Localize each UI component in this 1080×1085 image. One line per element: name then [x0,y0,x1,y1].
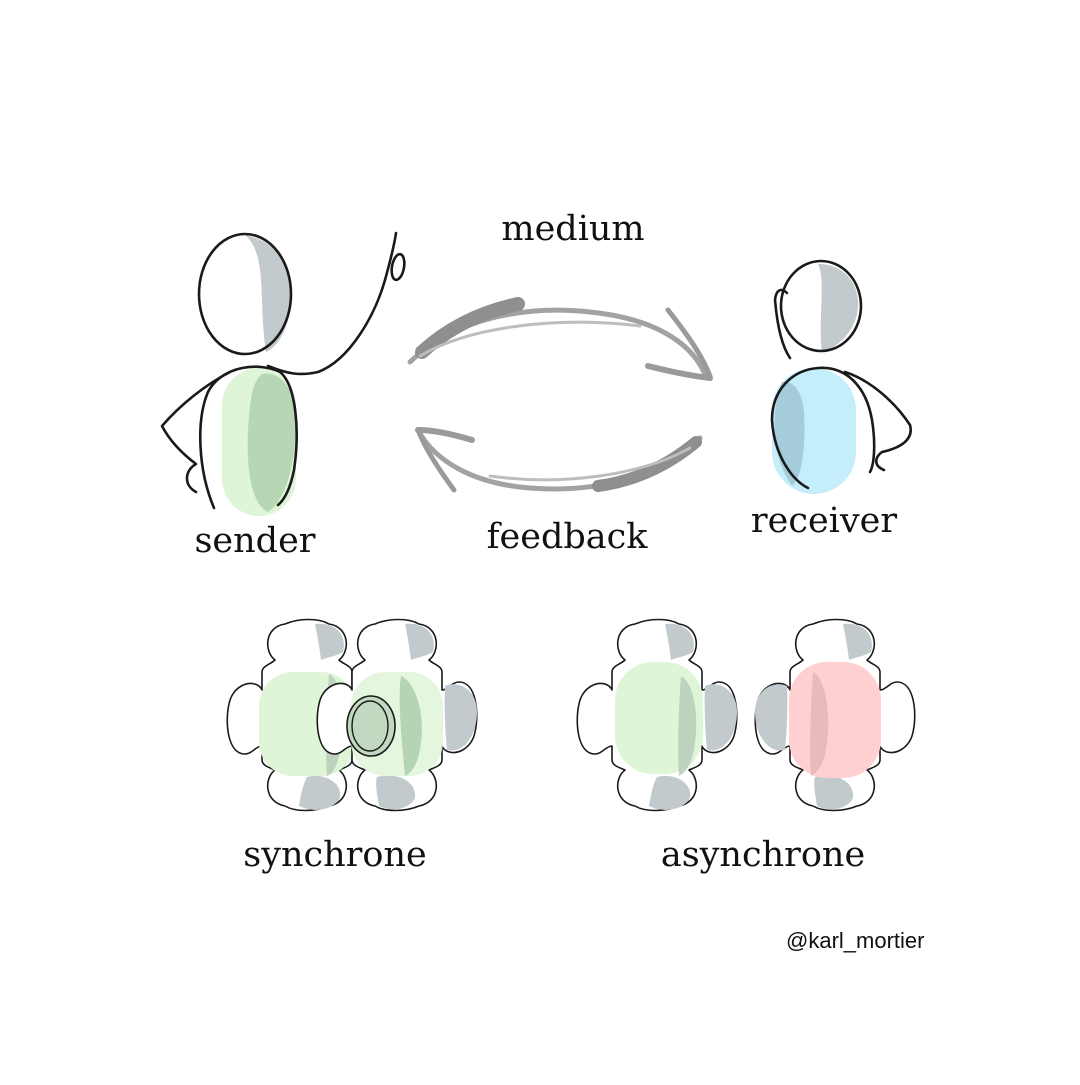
feedback-arrow-icon [415,427,703,493]
receiver-label: receiver [750,501,898,541]
asynchrone-label: asynchrone [660,835,866,875]
puzzle-piece-icon [316,618,478,812]
medium-arrow-icon [407,297,713,381]
puzzle-piece-icon [754,618,916,812]
synchrone-puzzle-icon [226,618,478,812]
puzzle-piece-icon [576,618,738,812]
asynchrone-puzzle-icon [576,618,916,812]
medium-label: medium [501,209,645,249]
feedback-label: feedback [486,517,648,557]
sender-figure-icon [160,231,406,516]
receiver-figure-icon [770,259,912,494]
author-credit: @karl_mortier [786,928,925,953]
synchrone-label: synchrone [243,835,427,875]
sender-label: sender [194,521,316,561]
